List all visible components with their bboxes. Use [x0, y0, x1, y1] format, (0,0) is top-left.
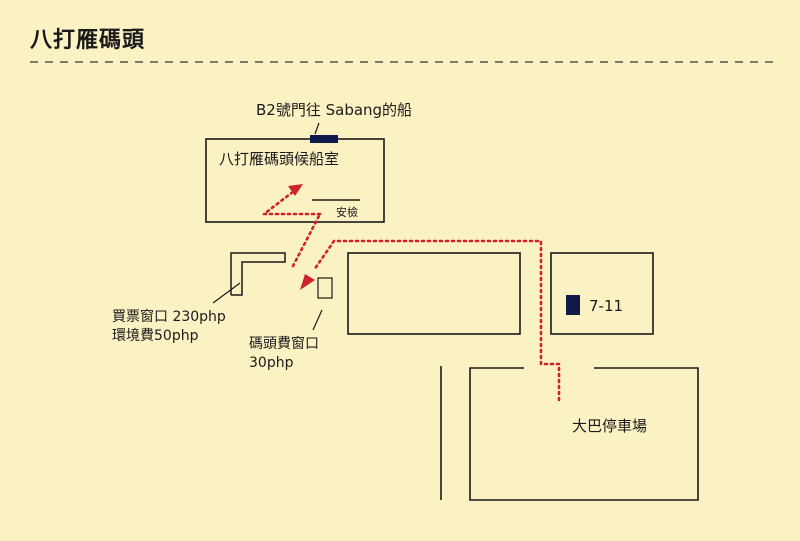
route-security-to-waiting-room: [260, 186, 322, 216]
route-arrowhead-waiting-room: [288, 184, 303, 196]
terminal-fee-window-outline: [317, 277, 333, 299]
waiting-room-label: 八打雁碼頭候船室: [219, 150, 340, 168]
walking-route: [260, 186, 561, 402]
waiting-room-outline: [205, 138, 385, 223]
route-parking-to-fee: [312, 239, 561, 402]
ticket-window-label: 買票窗口 230php: [112, 309, 226, 325]
terminal-fee-label: 碼頭費窗口: [249, 336, 319, 352]
store-building-outline: [550, 252, 654, 335]
store-marker: [566, 295, 580, 315]
gate-b2-marker: [310, 135, 338, 143]
parking-label: 大巴停車場: [572, 417, 648, 435]
route-arrowhead-fee: [300, 274, 315, 290]
building-outline: [347, 252, 521, 335]
environment-fee-label: 環境費50php: [112, 328, 199, 344]
security-label: 安檢: [336, 206, 358, 219]
gate-label: B2號門往 Sabang的船: [256, 101, 413, 119]
page-title: 八打雁碼頭: [30, 28, 146, 53]
route-fee-to-security: [291, 212, 322, 268]
store-label: 7-11: [589, 297, 624, 315]
ticket-window-outline: [230, 252, 286, 296]
ticket-pointer-line: [212, 282, 241, 304]
parking-outline: [469, 367, 699, 501]
terminal-fee-pointer-line: [312, 309, 323, 331]
terminal-fee-amount: 30php: [249, 355, 294, 371]
gate-pointer-line: [314, 122, 320, 135]
